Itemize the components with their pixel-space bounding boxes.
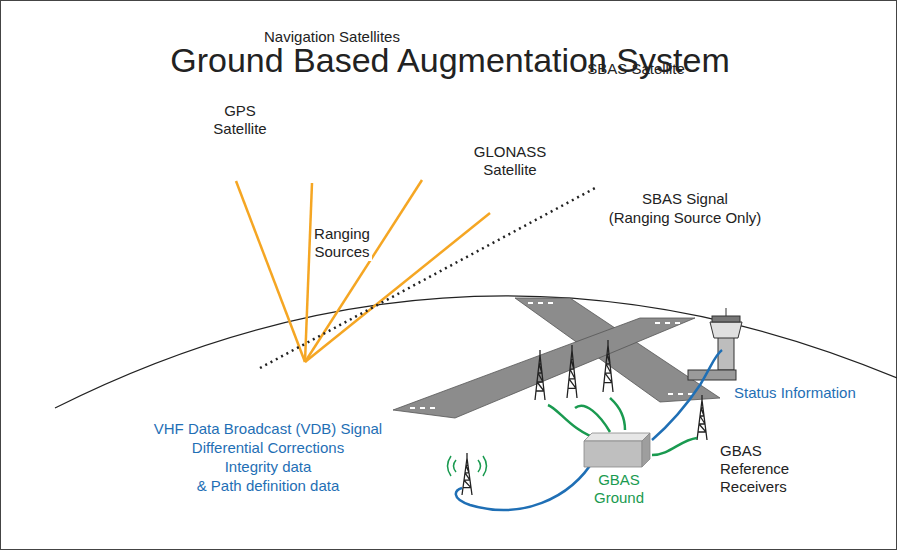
wires <box>456 350 722 510</box>
broadcast-label: Differential Corrections <box>192 439 344 457</box>
satellite-label: GPS Satellite <box>211 102 268 138</box>
broadcast-label: VHF Data Broadcast (VDB) Signal <box>154 420 382 438</box>
satellite-label: GLONASS Satellite <box>474 143 547 179</box>
satellite-label: SBAS Satellite <box>587 60 685 78</box>
vdb-antenna-waves <box>448 456 487 476</box>
link-label: Status Information <box>732 384 858 402</box>
signal-label: (Ranging Source Only) <box>609 209 762 227</box>
ranging-signals <box>236 180 490 362</box>
runways <box>393 298 720 418</box>
receiver-label: GBAS Reference Receivers <box>720 442 789 496</box>
broadcast-label: Integrity data <box>225 458 312 476</box>
control-tower <box>688 308 742 380</box>
satellite-group-label: Navigation Satellites <box>264 28 400 46</box>
equipment-box <box>580 425 658 469</box>
broadcast-label: & Path definition data <box>197 477 340 495</box>
node-label: GBAS Ground <box>594 471 644 507</box>
signal-label: Ranging Sources <box>312 225 372 261</box>
signal-label: SBAS Signal <box>642 190 728 208</box>
ground-station: GBAS Ground <box>580 425 658 509</box>
sbas-signal <box>260 187 597 368</box>
